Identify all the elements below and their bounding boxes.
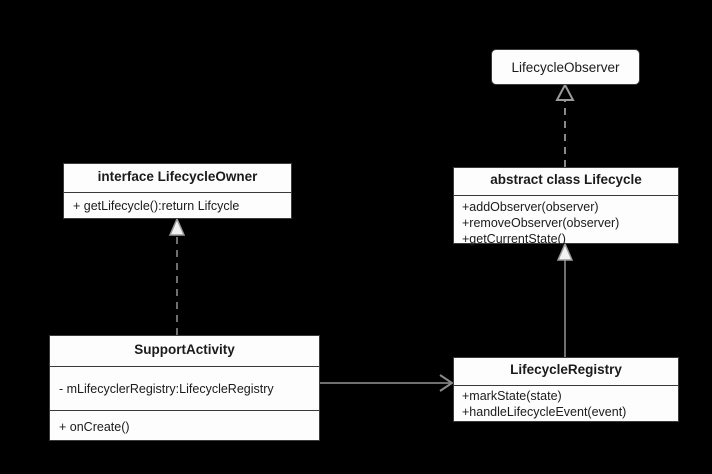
member-line: - mLifecyclerRegistry:LifecycleRegistry xyxy=(59,381,274,396)
edge-registry-extends-lifecycle xyxy=(556,242,574,357)
member-line: +getCurrentState() xyxy=(462,232,566,246)
class-title-support-activity: SupportActivity xyxy=(134,342,235,357)
class-members-lifecycle-registry: +markState(state) +handleLifecycleEvent(… xyxy=(454,385,678,423)
arrowhead-open-arrow-registry xyxy=(439,374,454,392)
class-title-lifecycle: abstract class Lifecycle xyxy=(490,172,642,187)
class-node-lifecycle-registry[interactable]: LifecycleRegistry +markState(state) +han… xyxy=(453,357,679,422)
class-title-lifecycle-observer: LifecycleObserver xyxy=(511,59,620,75)
class-node-support-activity[interactable]: SupportActivity - mLifecyclerRegistry:Li… xyxy=(49,335,320,441)
member-line: +addObserver(observer) xyxy=(462,200,599,214)
arrowhead-hollow-triangle-owner xyxy=(168,217,186,236)
arrowhead-hollow-triangle-observer xyxy=(555,82,575,101)
class-members-lifecycle: +addObserver(observer) +removeObserver(o… xyxy=(454,195,678,246)
class-node-lifecycle[interactable]: abstract class Lifecycle +addObserver(ob… xyxy=(453,167,679,246)
class-members-lifecycle-owner: + getLifecycle():return Lifcycle xyxy=(64,192,291,220)
class-node-lifecycle-observer[interactable]: LifecycleObserver xyxy=(491,49,640,85)
class-node-lifecycle-owner[interactable]: interface LifecycleOwner + getLifecycle(… xyxy=(63,163,292,219)
class-title-lifecycle-owner: interface LifecycleOwner xyxy=(97,169,258,184)
member-line: +removeObserver(observer) xyxy=(462,216,620,230)
member-line: + onCreate() xyxy=(59,419,130,434)
member-line: + getLifecycle():return Lifcycle xyxy=(73,199,240,213)
class-operations-support-activity: + onCreate() xyxy=(50,410,319,442)
member-line: +handleLifecycleEvent(event) xyxy=(462,405,627,419)
edge-lifecycle-implements-observer xyxy=(555,82,575,167)
edge-supportactivity-uses-registry xyxy=(320,374,454,392)
edge-supportactivity-implements-owner xyxy=(168,217,186,335)
class-attributes-support-activity: - mLifecyclerRegistry:LifecycleRegistry xyxy=(50,366,319,410)
member-line: +markState(state) xyxy=(462,389,562,403)
class-title-lifecycle-registry: LifecycleRegistry xyxy=(510,362,622,377)
